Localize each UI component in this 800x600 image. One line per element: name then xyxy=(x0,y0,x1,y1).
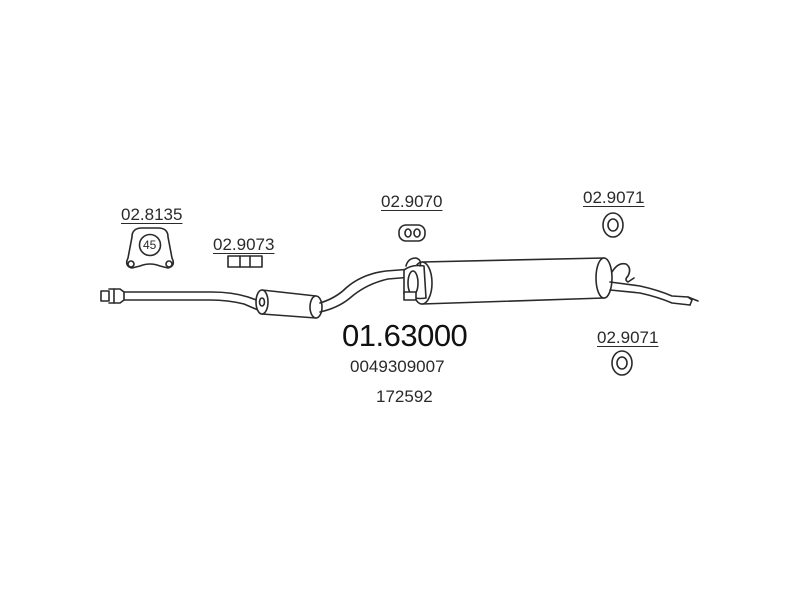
part-label-bracket: 02.9073 xyxy=(213,235,275,254)
ring-part-lower xyxy=(611,350,633,376)
part-label-ring-upper: 02.9071 xyxy=(583,188,645,207)
tail-pipe xyxy=(609,281,699,302)
oem-number-2: 172592 xyxy=(376,387,433,406)
front-pipe xyxy=(123,291,263,303)
rear-silencer xyxy=(403,257,613,305)
connecting-pipe xyxy=(319,268,413,304)
clamp-part xyxy=(125,227,175,269)
clamp-diameter-label: 45 xyxy=(143,238,157,252)
part-label-holder: 02.9070 xyxy=(381,192,443,211)
tail-hanger xyxy=(611,262,635,283)
ring-part-upper xyxy=(602,212,624,238)
oem-number-1: 0049309007 xyxy=(350,357,445,376)
pipe-inlet xyxy=(100,288,125,304)
part-label-clamp: 02.8135 xyxy=(121,205,183,224)
holder-part xyxy=(398,224,426,242)
front-silencer xyxy=(255,289,323,319)
bracket-part xyxy=(227,255,263,268)
main-part-number: 01.63000 xyxy=(342,318,468,353)
part-label-ring-lower: 02.9071 xyxy=(597,328,659,347)
